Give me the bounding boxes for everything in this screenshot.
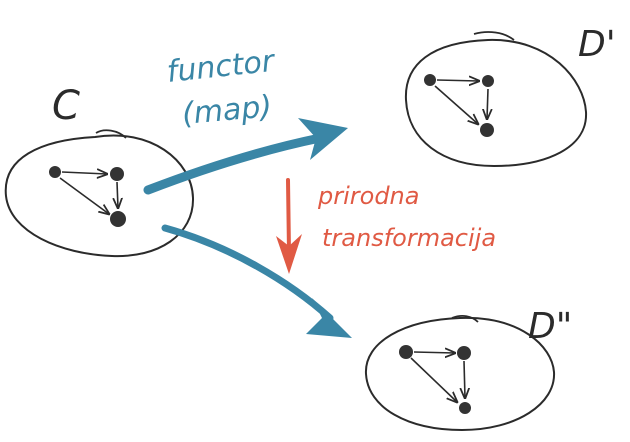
morphism-arrow	[117, 181, 118, 208]
functor-arrow-top-shaft	[143, 133, 325, 195]
morphism-arrow	[413, 352, 455, 353]
morphism-arrow	[59, 177, 109, 214]
category-d-prime-outline-stroke	[473, 31, 515, 41]
object-node	[424, 74, 436, 86]
object-node	[49, 166, 61, 178]
category-d-double-prime	[364, 315, 556, 432]
category-d-prime	[404, 31, 588, 168]
object-node	[110, 167, 124, 181]
functor-arrow-top	[143, 118, 348, 195]
natural-transformation-label-line2: transformacija	[322, 224, 496, 252]
morphism-arrow	[410, 357, 457, 402]
category-d-double-prime-outline	[364, 316, 556, 432]
morphism-arrow	[61, 172, 107, 174]
category-d-double-prime-label: D"	[528, 306, 572, 347]
functor-arrow-bottom	[161, 224, 352, 338]
category-c	[4, 129, 195, 258]
object-node	[399, 345, 413, 359]
morphism-arrow	[487, 88, 488, 119]
functor-arrow-bottom-head	[306, 298, 352, 338]
category-d-prime-label: D'	[578, 24, 616, 65]
object-node	[459, 402, 471, 414]
object-node	[480, 123, 494, 137]
category-c-outline-stroke	[95, 129, 127, 139]
functor-arrow-top-head	[298, 118, 348, 160]
category-c-outline	[4, 134, 195, 258]
object-node	[482, 75, 494, 87]
object-node	[457, 346, 471, 360]
category-d-prime-outline	[404, 38, 588, 168]
natural-transformation-arrow-shaft	[286, 178, 291, 254]
morphism-arrow	[464, 360, 465, 398]
natural-transformation-arrow-head	[276, 234, 302, 274]
object-node	[110, 211, 126, 227]
functor-arrow-bottom-shaft	[161, 224, 334, 322]
morphism-arrow	[436, 80, 479, 81]
morphism-arrow	[434, 85, 478, 124]
category-d-double-prime-outline-stroke	[451, 315, 479, 323]
category-c-label: C	[52, 83, 80, 129]
functor-label-line1: functor	[165, 44, 277, 90]
natural-transformation-label-line1: prirodna	[317, 182, 419, 210]
functor-label-line2: (map)	[181, 89, 274, 132]
natural-transformation-arrow	[276, 178, 302, 274]
